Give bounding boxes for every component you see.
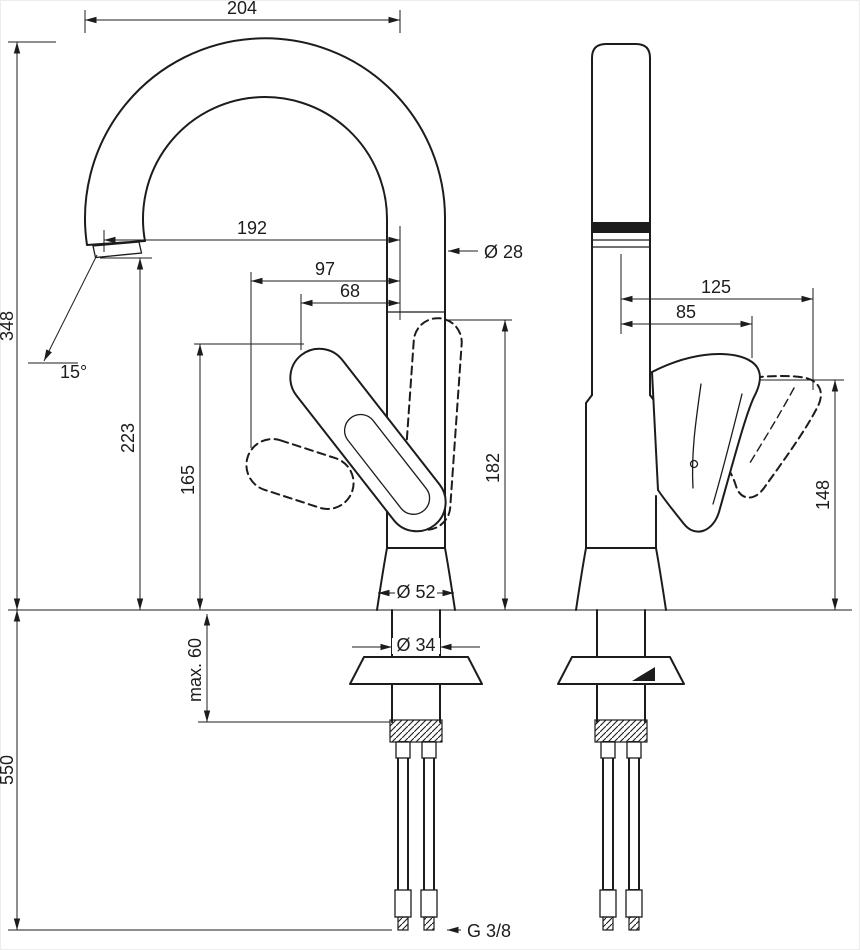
hose-fitting [394,889,412,918]
dim-165: 165 [178,343,304,610]
hose-thread [397,916,409,931]
dim-204-label: 204 [227,0,257,18]
dim-spout-diameter: Ø 28 [448,242,523,262]
dim-68-label: 68 [340,281,360,301]
supply-hose-left [397,741,409,893]
supply-hose-right [628,741,640,891]
hose-crimp [421,741,437,759]
dim-165-label: 165 [178,465,198,495]
label-mask [392,638,440,654]
hose-thread [423,916,435,931]
handle-up-dashed [401,317,463,531]
handle-screw [689,459,699,469]
dim-28-label: Ø 28 [484,242,523,262]
dim-348-label: 348 [0,311,17,341]
supply-hose-left [602,741,614,891]
dim-204: 204 [84,0,401,33]
dim-68: 68 [300,281,400,350]
aerator-lines [591,239,651,248]
hose-crimp [600,741,616,759]
aerator-band [592,222,650,233]
dim-52-label: Ø 52 [396,582,435,602]
hose-crimp [395,741,411,759]
dim-125: 125 [620,254,814,390]
dim-550: 550 [0,610,21,930]
side-view-faucet [557,43,822,931]
mounting-nut [389,719,443,743]
dim-223-label: 223 [118,423,138,453]
dim-182-label: 182 [483,453,503,483]
hose-fitting [625,889,643,918]
base [575,547,667,611]
dim-348: 348 [0,41,56,610]
base [376,547,456,611]
handle-dashed-inner [747,387,795,467]
dim-148: 148 [760,379,844,610]
dim-34-label: Ø 34 [396,635,435,655]
mounting-nut [594,719,648,743]
dim-angle-15: 15° [28,254,98,382]
dim-97: 97 [250,259,400,448]
escutcheon [557,656,685,685]
escutcheon [349,656,483,685]
handle-lever [651,353,761,533]
handle-down-dashed [245,438,355,510]
hose-fitting [599,889,617,918]
dim-max60-label: max. 60 [185,638,205,702]
spout-outline [84,37,447,313]
dim-85: 85 [621,302,753,358]
hose-thread [628,916,640,931]
handle-dashed [665,375,822,499]
spout-aerator [92,241,143,259]
dim-15-label: 15° [60,362,87,382]
dim-max-60: max. 60 [185,614,390,723]
dim-85-label: 85 [676,302,696,322]
dim-97-label: 97 [315,259,335,279]
dim-192: 192 [103,218,401,320]
dim-g38-label: G 3/8 [467,921,511,941]
handle-lever [289,347,447,533]
dim-148-label: 148 [813,480,833,510]
supply-hose-right [423,741,435,893]
dimensions: 204 348 550 192 Ø 28 97 68 [0,0,844,941]
escutcheon-detail [632,667,655,681]
dim-550-label: 550 [0,755,17,785]
dim-base-diameter: Ø 52 [378,582,454,602]
dim-223: 223 [100,257,152,610]
dim-182: 182 [446,319,512,610]
dim-192-label: 192 [237,218,267,238]
hose-fitting [420,889,438,918]
handle-lever-inner [343,413,431,515]
hose-crimp [626,741,642,759]
handle-lever-inner [691,383,743,505]
dim-hole-diameter: Ø 34 [352,635,480,655]
front-view-faucet [84,37,483,931]
dim-g38: G 3/8 [447,921,511,941]
dim-125-label: 125 [701,277,731,297]
hose-thread [602,916,614,931]
spout-column [591,43,651,396]
